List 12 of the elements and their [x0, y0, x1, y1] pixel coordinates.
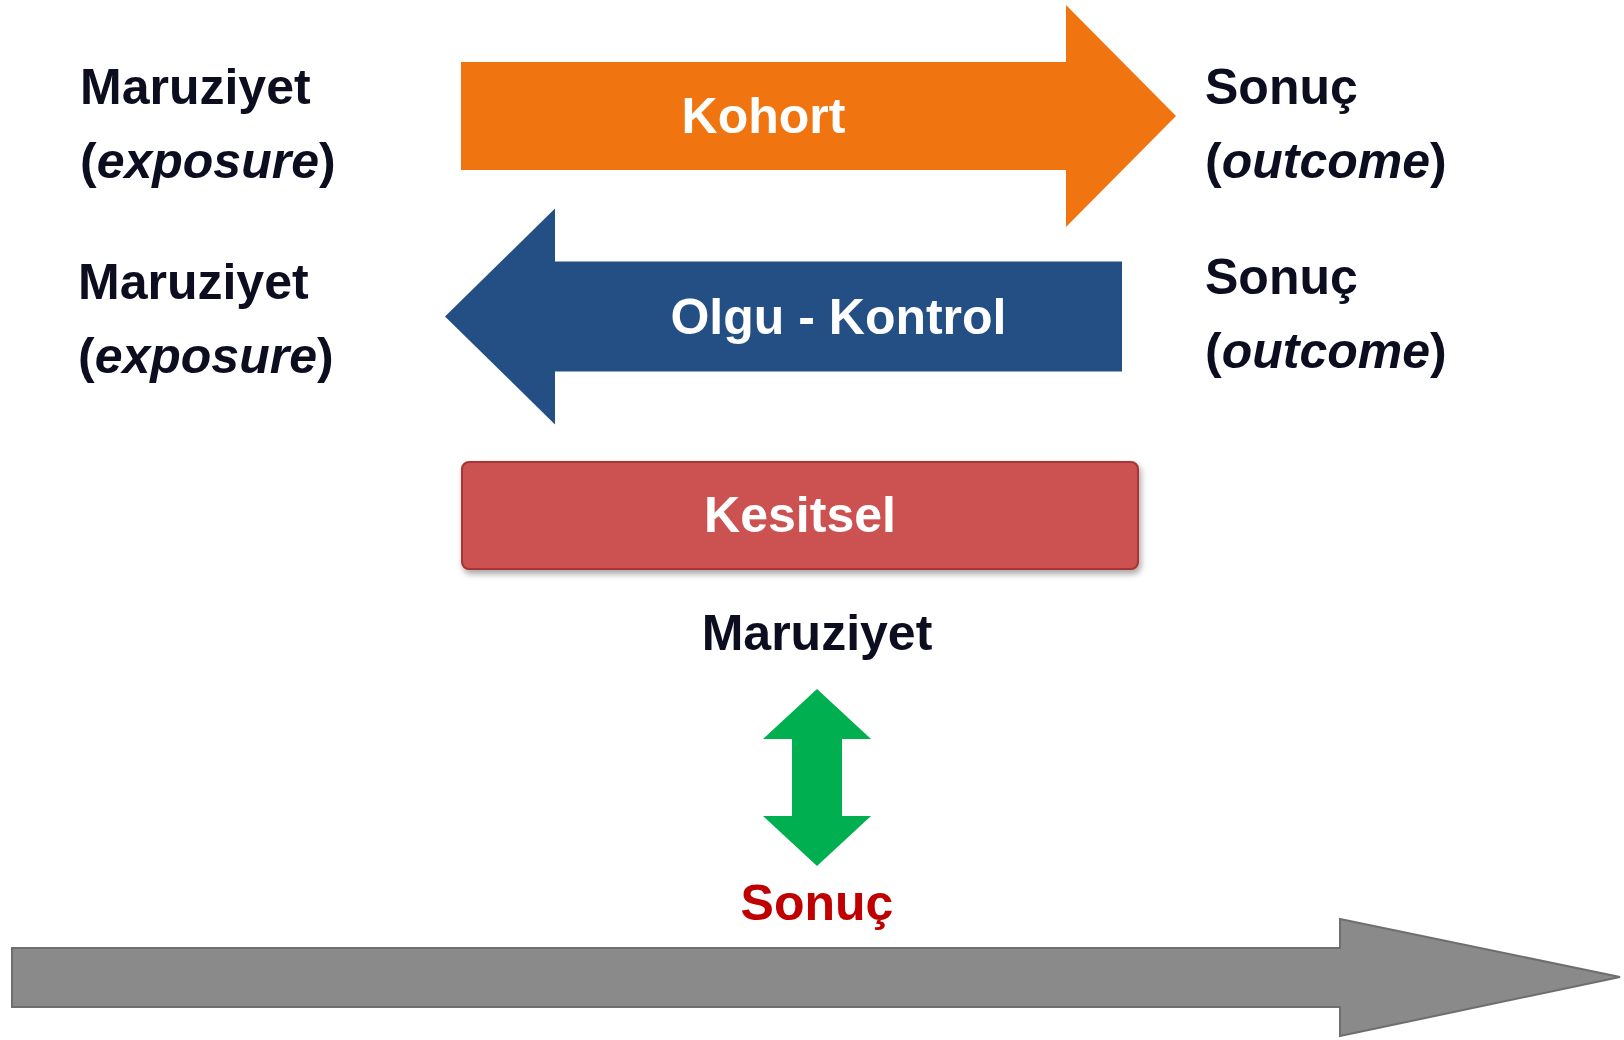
text-label: Sonuç (outcome): [1205, 50, 1505, 198]
block-arrow: [763, 689, 871, 866]
process-box: Kesitsel: [461, 461, 1139, 570]
text-label: Maruziyet: [667, 596, 967, 670]
text-label: Maruziyet (exposure): [78, 245, 378, 393]
text-label: Sonuç (outcome): [1205, 240, 1505, 388]
edge-label: Kohort: [681, 87, 846, 145]
block-arrow: [461, 5, 1176, 227]
text-label: Sonuç: [717, 866, 917, 940]
edge-label: Olgu - Kontrol: [670, 287, 1007, 346]
text-label: Maruziyet (exposure): [80, 50, 380, 198]
block-arrow: [445, 208, 1122, 425]
